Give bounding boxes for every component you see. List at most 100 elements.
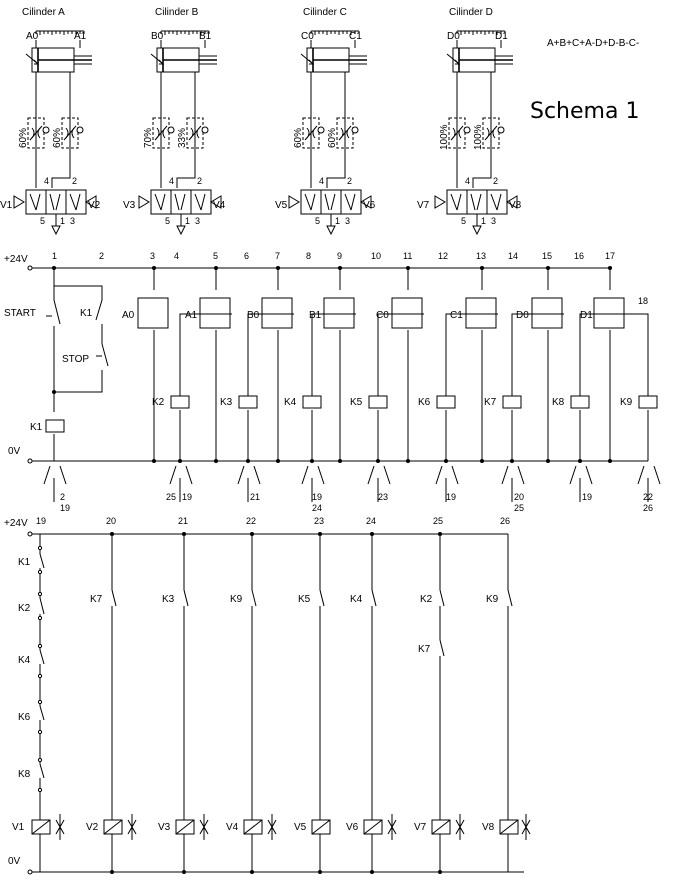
- node-18: 18: [638, 296, 648, 306]
- xref-k7-ref-2: 25: [514, 503, 524, 513]
- contact-k4-label: K4: [350, 594, 363, 605]
- solenoid-v2-label: V2: [86, 822, 99, 833]
- solenoid-v7-label: V7: [414, 822, 427, 833]
- coil-column-k9: K9: [620, 313, 658, 461]
- xref-k2: 25 19: [166, 465, 193, 502]
- sensor-column-d0: D0 K7: [484, 266, 564, 463]
- valve-v7-label: V7: [417, 200, 430, 211]
- sensor-a0-ladder-label: A0: [122, 310, 135, 321]
- schema-title: Schema 1: [530, 99, 639, 124]
- contact-k5-label: K5: [298, 594, 311, 605]
- sensor-column-c0: C0 K5: [350, 266, 424, 463]
- cylinder-c-title: Cilinder C: [303, 7, 347, 18]
- rung-v2: K7 V2: [86, 532, 137, 874]
- coil-k4-label: K4: [284, 397, 297, 408]
- xref-k6: 19: [435, 465, 459, 502]
- sensor-a1-label: A1: [74, 31, 87, 42]
- sensor-c0-label: C0: [301, 31, 314, 42]
- flow-d-left: 100%: [439, 124, 450, 150]
- xref-k5-ref-1: 23: [378, 492, 388, 502]
- ladder1-plus-label: +24V: [4, 254, 28, 265]
- flow-a-right: 60%: [52, 128, 63, 148]
- node-9: 9: [337, 251, 342, 261]
- contact-k7-label: K7: [90, 594, 103, 605]
- node-7: 7: [275, 251, 280, 261]
- port-1-label: 1: [335, 216, 340, 226]
- node-6: 6: [244, 251, 249, 261]
- rung-v6: K4 V6: [346, 532, 397, 874]
- sensor-b0-ladder-label: B0: [247, 310, 260, 321]
- sensor-b1-label: B1: [199, 31, 212, 42]
- contact-k7b-label: K7: [418, 644, 431, 655]
- solenoid-v1-label: V1: [12, 822, 25, 833]
- sensor-a0-label: A0: [26, 31, 39, 42]
- cylinder-group-a: Cilinder A A0 A1 60% 60% 4 2 V1 V2 5: [0, 7, 101, 236]
- port-2-label: 2: [197, 176, 202, 186]
- xref-k2-ref-2: 19: [182, 492, 192, 502]
- coil-k6-label: K6: [418, 397, 431, 408]
- flow-a-left: 60%: [18, 128, 29, 148]
- xref-k4-ref-1: 19: [312, 492, 322, 502]
- xref-k8: 19: [569, 465, 593, 502]
- contact-k3-label: K3: [162, 594, 175, 605]
- xref-k7: 20 25: [501, 465, 525, 513]
- port-2-label: 2: [493, 176, 498, 186]
- chain-k2-label: K2: [18, 603, 31, 614]
- coil-k3-label: K3: [220, 397, 233, 408]
- sensor-c0-ladder-label: C0: [376, 310, 389, 321]
- xref-k2-ref-1: 25: [166, 492, 176, 502]
- node-5: 5: [213, 251, 218, 261]
- sensor-d0-label: D0: [447, 31, 460, 42]
- sensor-b1-ladder-label: B1: [309, 310, 322, 321]
- node-12: 12: [438, 251, 448, 261]
- chain-k8-label: K8: [18, 769, 31, 780]
- node-4: 4: [174, 251, 179, 261]
- solenoid-v6-label: V6: [346, 822, 359, 833]
- contact-k2-label: K2: [420, 594, 433, 605]
- cylinder-a-title: Cilinder A: [22, 7, 65, 18]
- sensor-column-c1: C1 K6: [418, 266, 498, 463]
- chain-k4-label: K4: [18, 655, 31, 666]
- port-3-label: 3: [345, 216, 350, 226]
- sensor-d1-ladder-label: D1: [580, 310, 593, 321]
- rung-v1: K1 K2 K4 K6 K8 V1: [12, 534, 65, 872]
- node-19: 19: [36, 516, 46, 526]
- chain-k1-label: K1: [18, 557, 31, 568]
- port-4-label: 4: [319, 176, 324, 186]
- xref-k9: 22 26: [637, 465, 661, 513]
- port-5-label: 5: [461, 216, 466, 226]
- port-1-label: 1: [185, 216, 190, 226]
- cylinder-group-d: Cilinder D D0 D1 100% 100% 4 2 V7 V8 5 1…: [417, 7, 522, 236]
- xref-k4: 19 24: [301, 465, 325, 513]
- node-26: 26: [500, 516, 510, 526]
- xref-k1-ref-1: 2: [60, 492, 65, 502]
- sensor-d0-ladder-label: D0: [516, 310, 529, 321]
- valve-v5-label: V5: [275, 200, 288, 211]
- coil-k7-label: K7: [484, 397, 497, 408]
- node-25: 25: [433, 516, 443, 526]
- coil-k8-label: K8: [552, 397, 565, 408]
- flow-b-left: 70%: [143, 128, 154, 148]
- node-13: 13: [476, 251, 486, 261]
- cylinder-group-b: Cilinder B B0 B1 70% 33% 4 2 V3 V4 5 1 3: [123, 7, 226, 236]
- node-21: 21: [178, 516, 188, 526]
- ladder-diagram-2: +24V 0V 19 20 21 22 23 24 25 26 K1 K2 K4…: [4, 516, 531, 875]
- port-2-label: 2: [72, 176, 77, 186]
- flow-c-right: 60%: [327, 128, 338, 148]
- xref-k1-ref-2: 19: [60, 503, 70, 513]
- valve-v2-label: V2: [88, 200, 101, 211]
- valve-v4-label: V4: [213, 200, 226, 211]
- coil-k1-label: K1: [30, 422, 43, 433]
- sensor-a1-ladder-label: A1: [185, 310, 198, 321]
- node-17: 17: [605, 251, 615, 261]
- xref-k1: 2 19: [43, 465, 70, 513]
- xref-k3: 21: [237, 465, 261, 502]
- sensor-d1-label: D1: [495, 31, 508, 42]
- contact-k9-label: K9: [230, 594, 243, 605]
- node-8: 8: [306, 251, 311, 261]
- sensor-c1-ladder-label: C1: [450, 310, 463, 321]
- valve-v1-label: V1: [0, 200, 13, 211]
- port-4-label: 4: [44, 176, 49, 186]
- port-5-label: 5: [40, 216, 45, 226]
- start-button-label: START: [4, 308, 36, 319]
